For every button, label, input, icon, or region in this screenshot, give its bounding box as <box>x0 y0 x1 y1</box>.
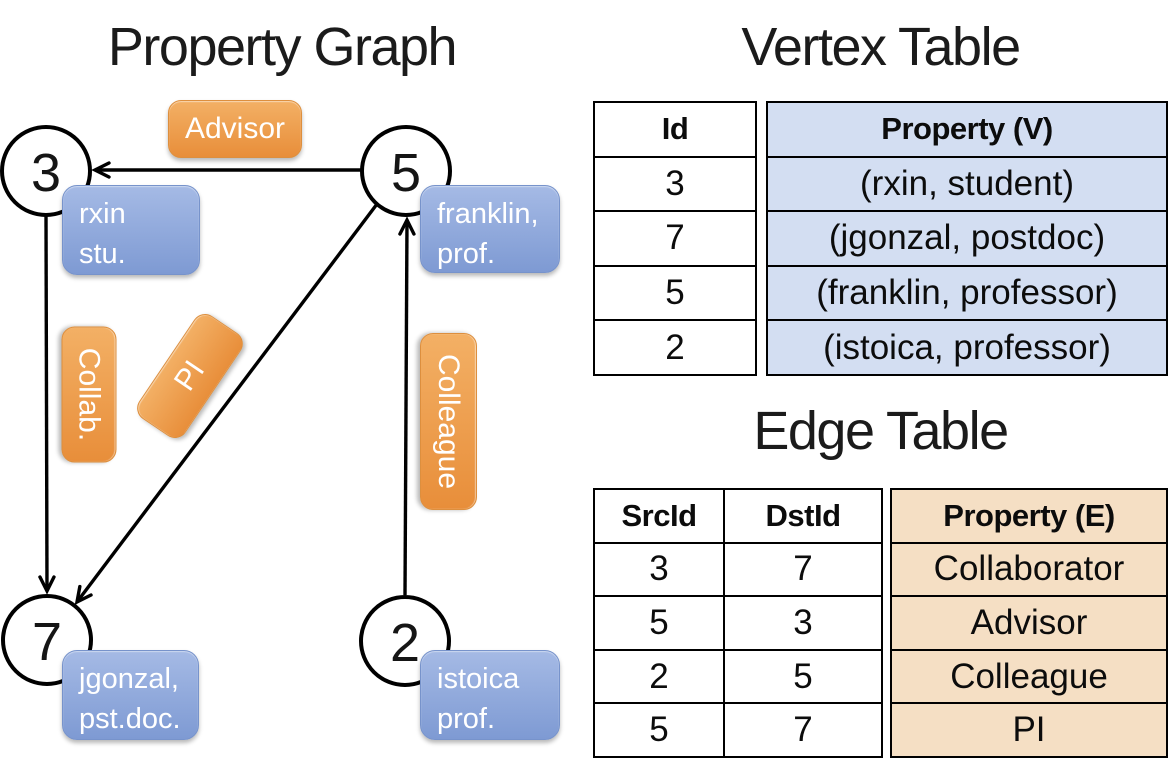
node-5-property-box: franklin, prof. <box>420 185 560 273</box>
node-3-id: 3 <box>30 143 62 203</box>
edge-collab-line <box>38 215 56 595</box>
node-7-property-box: jgonzal, pst.doc. <box>62 650 199 740</box>
edge-dst-cell: 7 <box>723 543 881 596</box>
node-2-property-line1: istoica <box>437 663 520 695</box>
node-3-property-box: rxin stu. <box>62 185 200 275</box>
edge-src-cell: 2 <box>649 656 669 696</box>
edge-src-cell: 5 <box>649 602 669 642</box>
edge-label-advisor: Advisor <box>168 100 302 158</box>
edge-pi-line <box>74 202 379 606</box>
vertex-property-cell: (jgonzal, postdoc) <box>768 210 1166 265</box>
edge-col-src-header: SrcId <box>621 497 697 533</box>
property-graph-title: Property Graph <box>107 17 458 77</box>
edge-table-id-columns: SrcId DstId 3 7 5 3 2 5 5 7 <box>593 488 883 758</box>
node-5-property-line1: franklin, <box>437 198 539 230</box>
edge-label-collab: Collab. <box>61 326 117 463</box>
vertex-property-cell: (rxin, student) <box>768 155 1166 211</box>
edge-colleague-line <box>398 216 416 596</box>
edge-table-title: Edge Table <box>753 401 1009 461</box>
edge-col-property-header: Property (E) <box>943 497 1115 533</box>
vertex-table-property-column: Property (V) (rxin, student) (jgonzal, p… <box>766 101 1168 376</box>
vertex-col-id-header: Id <box>661 111 689 147</box>
edge-property-cell: Collaborator <box>892 541 1166 596</box>
vertex-id-cell: 2 <box>595 319 755 374</box>
vertex-property-cell: (istoica, professor) <box>768 319 1166 374</box>
node-3-property-line1: rxin <box>79 198 126 230</box>
vertex-id-cell: 5 <box>595 264 755 320</box>
vertex-col-property-header: Property (V) <box>881 111 1053 147</box>
edge-property-cell: Colleague <box>892 648 1166 703</box>
node-2-id: 2 <box>389 613 421 673</box>
edge-src-cell: 5 <box>649 710 669 750</box>
edge-src-cell: 3 <box>649 549 669 589</box>
vertex-id-cell: 3 <box>595 155 755 211</box>
edge-dst-cell: 3 <box>723 597 881 649</box>
edge-dst-cell: 5 <box>723 650 881 703</box>
node-5-id: 5 <box>390 143 422 203</box>
node-2-property-box: istoica prof. <box>420 650 560 740</box>
edge-property-cell: PI <box>892 702 1166 756</box>
edge-label-colleague: Colleague <box>420 333 477 510</box>
node-7-property-line1: jgonzal, <box>79 663 179 695</box>
node-2-property-line2: prof. <box>437 703 496 736</box>
node-5-property-line2: prof. <box>437 238 496 271</box>
edge-col-dst-header: DstId <box>723 490 881 542</box>
vertex-property-cell: (franklin, professor) <box>768 264 1166 320</box>
node-3-property-line2: stu. <box>79 238 126 271</box>
vertex-table-id-column: Id 3 7 5 2 <box>593 101 757 376</box>
node-7-id: 7 <box>31 612 63 672</box>
edge-property-cell: Advisor <box>892 595 1166 649</box>
edge-table-property-column: Property (E) Collaborator Advisor Collea… <box>890 488 1168 758</box>
edge-dst-cell: 7 <box>723 704 881 756</box>
vertex-id-cell: 7 <box>595 210 755 265</box>
node-7-property-line2: pst.doc. <box>79 703 181 736</box>
vertex-table-title: Vertex Table <box>741 17 1021 77</box>
